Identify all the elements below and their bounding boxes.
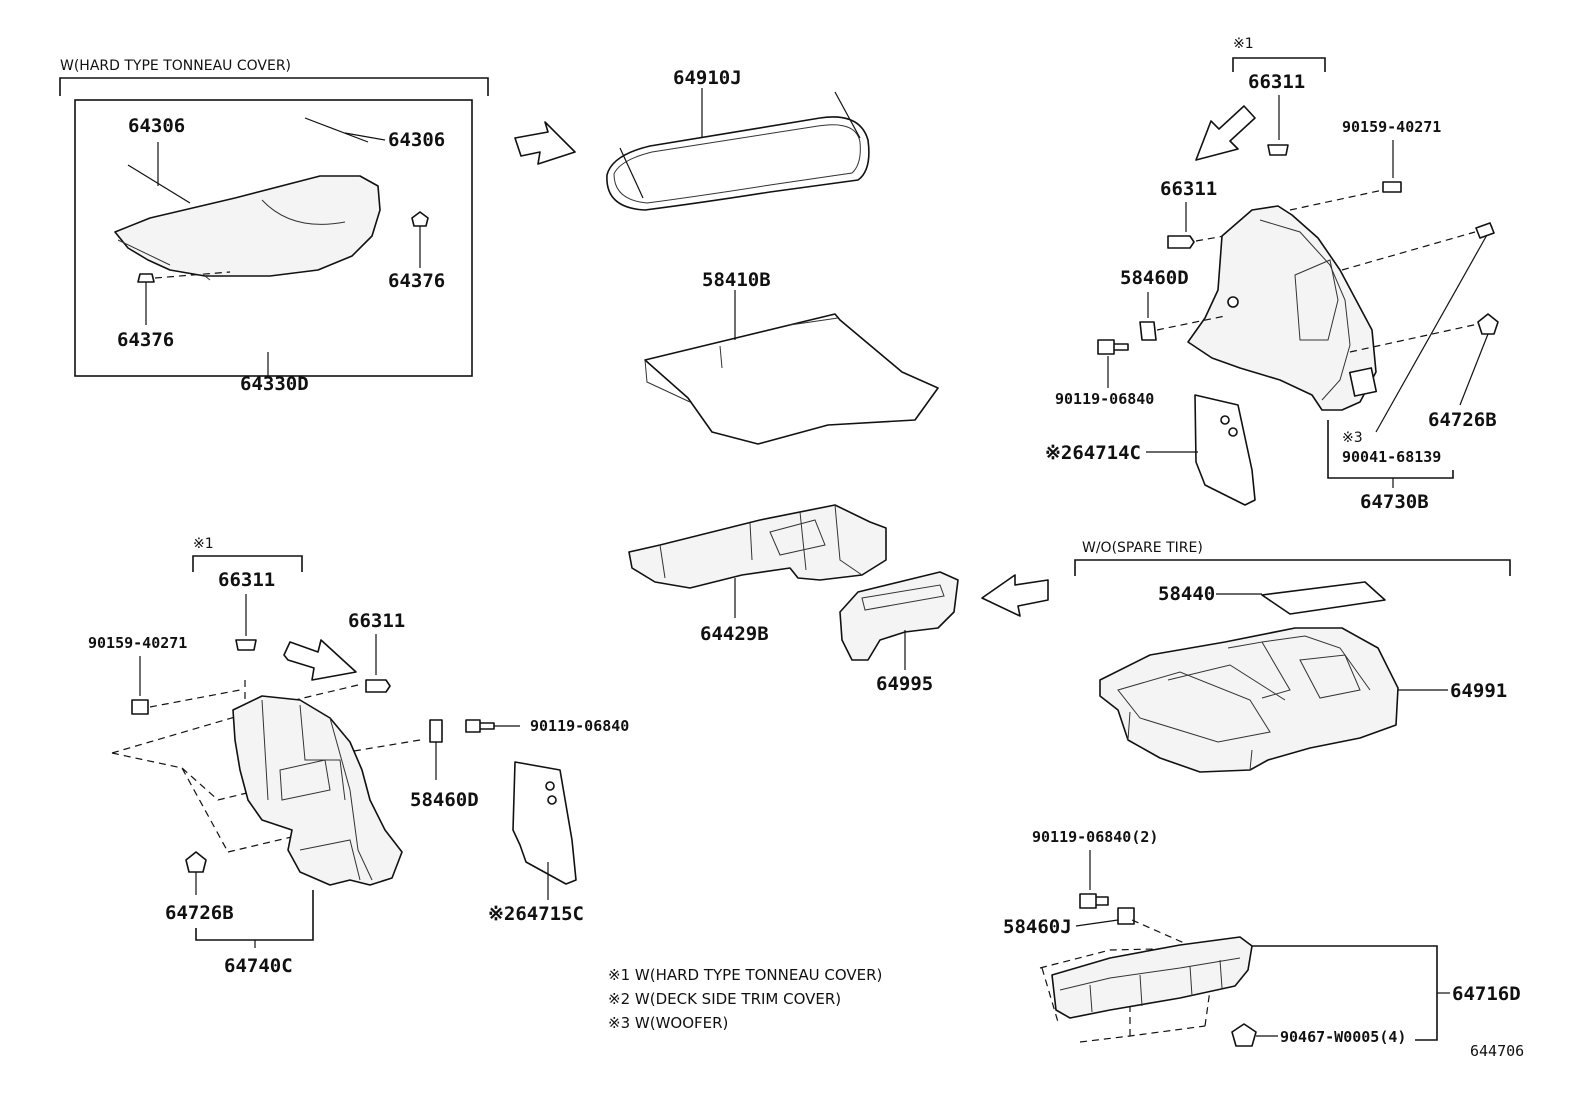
screw-90119-bottom — [1079, 893, 1109, 909]
tonneau-cover-group: W(HARD TYPE TONNEAU COVER) 64306 64306 6… — [59, 58, 489, 395]
label-64716D: 64716D — [1452, 983, 1521, 1005]
deck-tray-group: 64429B 64995 — [628, 504, 959, 695]
label-64376-right: 64376 — [388, 270, 445, 292]
note-1: ※1 W(HARD TYPE TONNEAU COVER) — [608, 966, 882, 984]
tonneau-group-box — [74, 99, 473, 377]
arrow-lh-trim — [283, 639, 357, 681]
label-64429B: 64429B — [700, 623, 769, 645]
clip-66311-left-mid — [365, 679, 391, 693]
spare-tire-group: W/O(SPARE TIRE) 58440 64991 — [1074, 540, 1511, 773]
mark3: ※3 — [1342, 430, 1363, 446]
cover-58440 — [1261, 581, 1386, 615]
label-90041: 90041-68139 — [1342, 448, 1441, 466]
floor-board — [644, 313, 939, 445]
notes: ※1 W(HARD TYPE TONNEAU COVER) ※2 W(DECK … — [608, 966, 882, 1032]
clip-64376-left — [137, 271, 231, 325]
deck-tray-64429B — [628, 504, 887, 589]
clip-90467 — [1231, 1023, 1257, 1047]
deck-mat-group: 64910J — [606, 67, 870, 211]
label-64740C: 64740C — [224, 955, 293, 977]
tonneau-group-header: W(HARD TYPE TONNEAU COVER) — [60, 58, 291, 74]
label-58460J: 58460J — [1003, 916, 1072, 938]
label-64714C: ※264714C — [1045, 442, 1141, 464]
label-90119-bottom: 90119-06840(2) — [1032, 828, 1158, 846]
arrow-rh-trim — [1195, 105, 1256, 161]
floor-board-group: 58410B — [644, 269, 939, 445]
arrow-from-spare — [981, 574, 1049, 617]
clip-64726B-left — [185, 851, 207, 873]
label-64730B: 64730B — [1360, 491, 1429, 513]
arrow-to-mat — [514, 121, 576, 165]
trim-cover-64714C — [1194, 394, 1256, 506]
label-64306-right: 64306 — [388, 129, 445, 151]
screw-90041-right — [1475, 222, 1495, 239]
clip-66311-left-top — [235, 639, 257, 651]
label-90119-right: 90119-06840 — [1055, 390, 1154, 408]
screw-90119-right — [1097, 339, 1129, 355]
note-2: ※2 W(DECK SIDE TRIM COVER) — [608, 990, 841, 1008]
clip-64726B-right — [1477, 313, 1499, 335]
mark1-right: ※1 — [1233, 36, 1254, 52]
label-58460D-right: 58460D — [1120, 267, 1189, 289]
label-64910J: 64910J — [673, 67, 742, 89]
deck-mat — [606, 116, 870, 211]
label-66311-left-top: 66311 — [218, 569, 275, 591]
trim-cover-64715C — [512, 761, 577, 885]
label-58460D-left: 58460D — [410, 789, 479, 811]
clip-64376-right — [411, 211, 429, 268]
label-66311-right-mid: 66311 — [1160, 178, 1217, 200]
screw-90159-right — [1382, 181, 1402, 193]
tonneau-rod-right — [304, 117, 369, 143]
label-58440: 58440 — [1158, 583, 1215, 605]
tonneau-group-bracket — [59, 77, 489, 96]
label-64726B-right: 64726B — [1428, 409, 1497, 431]
nut-58460D-right — [1139, 321, 1157, 341]
spare-group-header: W/O(SPARE TIRE) — [1082, 540, 1203, 556]
rear-trim-group: 90119-06840(2) 58460J 64716D 90467-W0005… — [1003, 828, 1521, 1047]
screw-90119-left — [465, 719, 495, 733]
label-64376-left: 64376 — [117, 329, 174, 351]
label-64715C: ※264715C — [488, 903, 584, 925]
clip-66311-right-mid — [1167, 235, 1195, 249]
label-66311-left-mid: 66311 — [348, 610, 405, 632]
label-66311-right-top: 66311 — [1248, 71, 1305, 93]
rear-trim-64716D — [1051, 936, 1253, 1019]
note-3: ※3 W(WOOFER) — [608, 1014, 728, 1032]
label-90119-left: 90119-06840 — [530, 717, 629, 735]
lh-side-trim-group: ※1 66311 90159-40271 66311 58460D 90119-… — [88, 536, 629, 977]
nut-58460D-left — [429, 719, 443, 743]
label-58410B: 58410B — [702, 269, 771, 291]
tonneau-rod-left — [127, 164, 191, 204]
clip-66311-right-top — [1267, 144, 1289, 156]
label-64991: 64991 — [1450, 680, 1507, 702]
label-64726B-left: 64726B — [165, 902, 234, 924]
label-64306-left: 64306 — [128, 115, 185, 137]
mark1-left: ※1 — [193, 536, 214, 552]
deck-side-trim-rh — [1187, 205, 1377, 411]
label-64995: 64995 — [876, 673, 933, 695]
screw-90159-left — [131, 699, 149, 715]
tonneau-cover-board — [114, 175, 381, 277]
deck-side-trim-lh — [232, 695, 403, 886]
label-90159-right: 90159-40271 — [1342, 118, 1441, 136]
nut-58460J — [1117, 907, 1135, 925]
diagram-ref-number: 644706 — [1470, 1042, 1524, 1060]
label-90159-left: 90159-40271 — [88, 634, 187, 652]
rh-side-trim-group: ※1 66311 66311 90159-40271 58460D 901 — [1045, 36, 1499, 513]
label-90467: 90467-W0005(4) — [1280, 1028, 1406, 1046]
side-panel-64995 — [839, 571, 959, 661]
label-64330D: 64330D — [240, 373, 309, 395]
